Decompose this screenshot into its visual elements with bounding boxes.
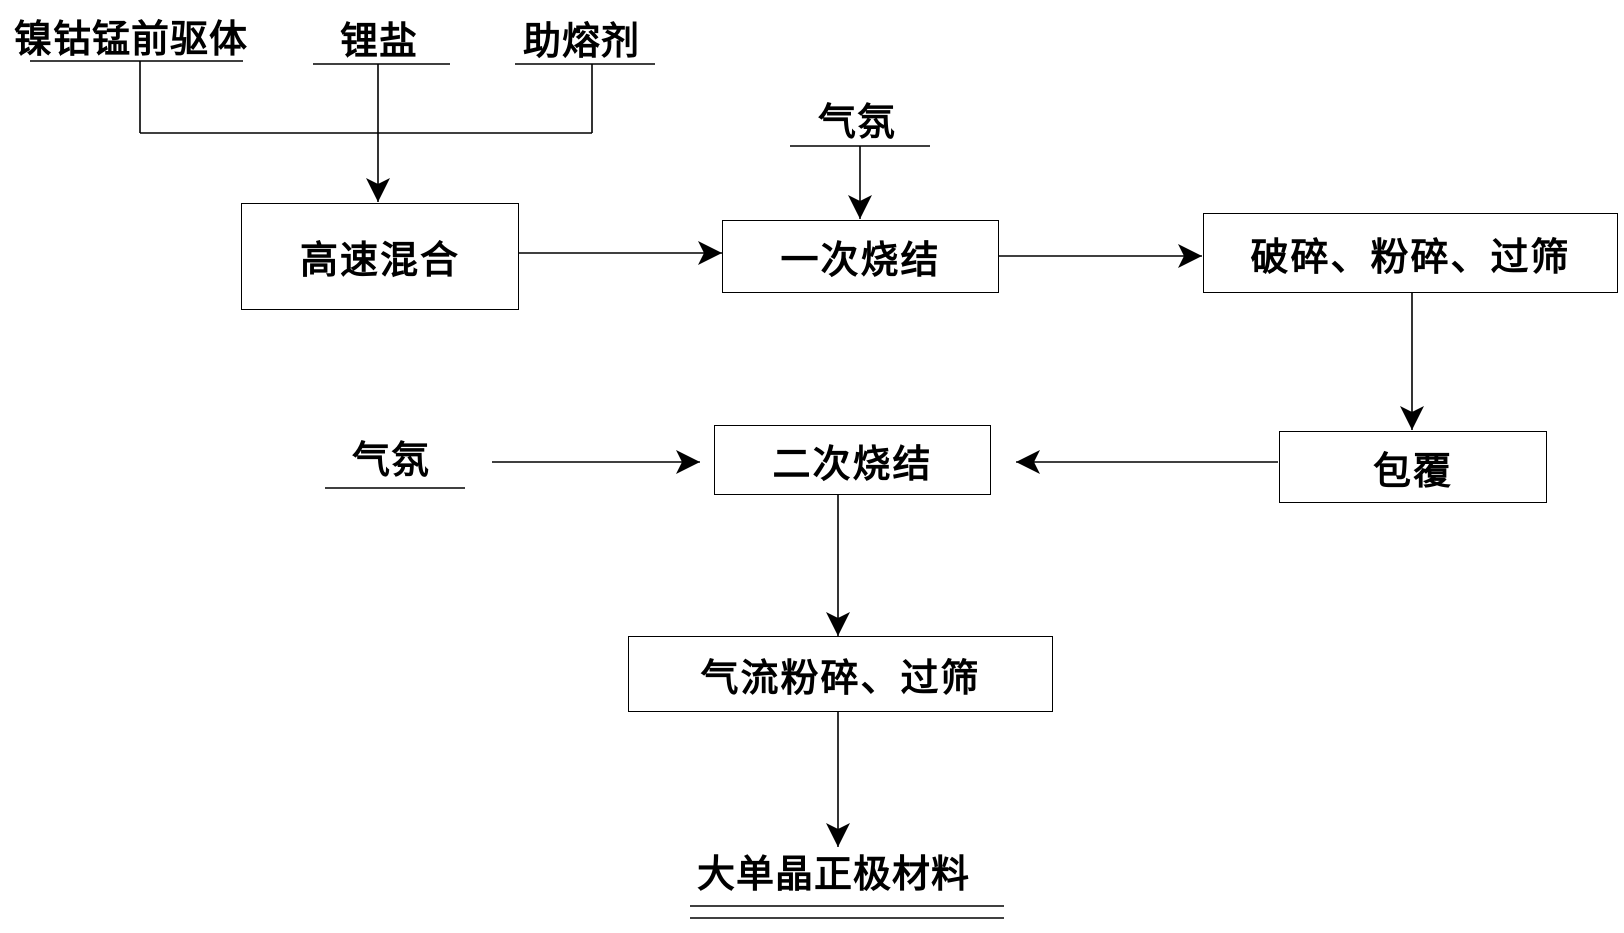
crushing-label: 破碎、粉碎、过筛: [1250, 233, 1571, 279]
product-label: 大单晶正极材料: [697, 851, 971, 896]
flux-label: 助熔剂: [523, 18, 641, 63]
atmosphere-2-label: 气氛: [352, 437, 431, 482]
second-sintering-box: 二次烧结: [714, 425, 991, 495]
first-sintering-label: 一次烧结: [780, 237, 941, 282]
crushing-box: 破碎、粉碎、过筛: [1203, 213, 1618, 293]
jet-milling-label: 气流粉碎、过筛: [700, 654, 981, 700]
lithium-salt-label: 锂盐: [340, 18, 419, 63]
atmosphere-1-label: 气氛: [818, 99, 897, 144]
jet-milling-box: 气流粉碎、过筛: [628, 636, 1053, 712]
precursor-label: 镍钴锰前驱体: [14, 16, 249, 61]
first-sintering-box: 一次烧结: [722, 220, 999, 293]
mixing-label: 高速混合: [299, 237, 460, 282]
mixing-box: 高速混合: [241, 203, 519, 310]
coating-label: 包覆: [1372, 447, 1453, 493]
second-sintering-label: 二次烧结: [772, 440, 933, 486]
coating-box: 包覆: [1279, 431, 1547, 503]
